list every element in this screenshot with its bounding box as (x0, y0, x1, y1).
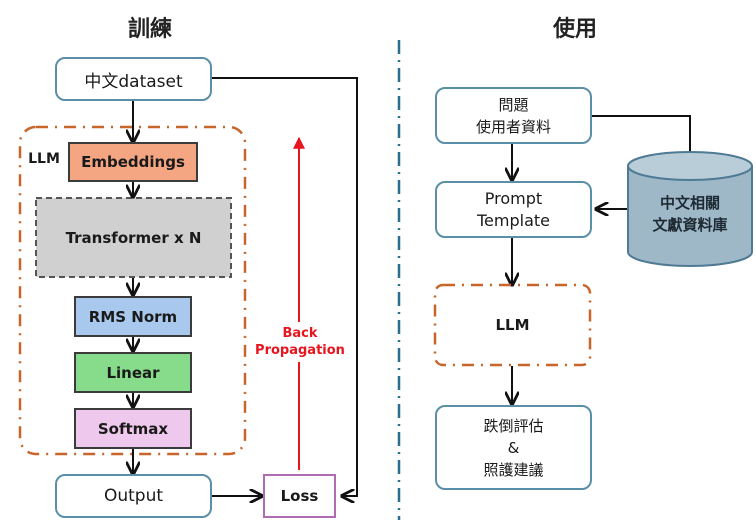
backprop-label-line1: Back (282, 326, 318, 341)
prompt-line2: Template (476, 210, 550, 230)
result-box: 跌倒評估 & 照護建議 (435, 405, 592, 490)
rms-norm-box: RMS Norm (74, 296, 192, 337)
result-line3: 照護建議 (483, 460, 544, 479)
question-line2: 使用者資料 (475, 117, 551, 136)
db-line2: 文獻資料庫 (652, 216, 728, 234)
database-label: 中文相關 文獻資料庫 (628, 184, 752, 244)
db-line1: 中文相關 (659, 194, 720, 212)
transformer-box: Transformer x N (65, 228, 202, 247)
backprop-label: Back Propagation (250, 322, 350, 362)
database-cylinder-shape (627, 151, 753, 267)
llm-label: LLM (28, 151, 60, 167)
loss-box: Loss (263, 474, 336, 518)
llm-container-training (18, 125, 247, 456)
dataset-box: 中文dataset (55, 57, 212, 101)
backprop-label-line2: Propagation (255, 343, 345, 358)
linear-box: Linear (74, 352, 192, 393)
softmax-box: Softmax (74, 408, 192, 449)
output-box: Output (55, 474, 212, 518)
training-title: 訓練 (127, 17, 172, 42)
llm-container-usage (433, 283, 592, 367)
llm-usage-label: LLM (495, 316, 530, 334)
prompt-line1: Prompt (484, 188, 543, 208)
transformer-box-shape (35, 197, 232, 278)
question-box: 問題 使用者資料 (435, 87, 592, 144)
result-line1: 跌倒評估 (483, 416, 544, 435)
result-line2: & (507, 438, 520, 457)
embeddings-box: Embeddings (68, 142, 198, 182)
usage-title: 使用 (552, 17, 597, 42)
prompt-template-box: Prompt Template (435, 181, 592, 238)
question-line1: 問題 (498, 95, 529, 114)
